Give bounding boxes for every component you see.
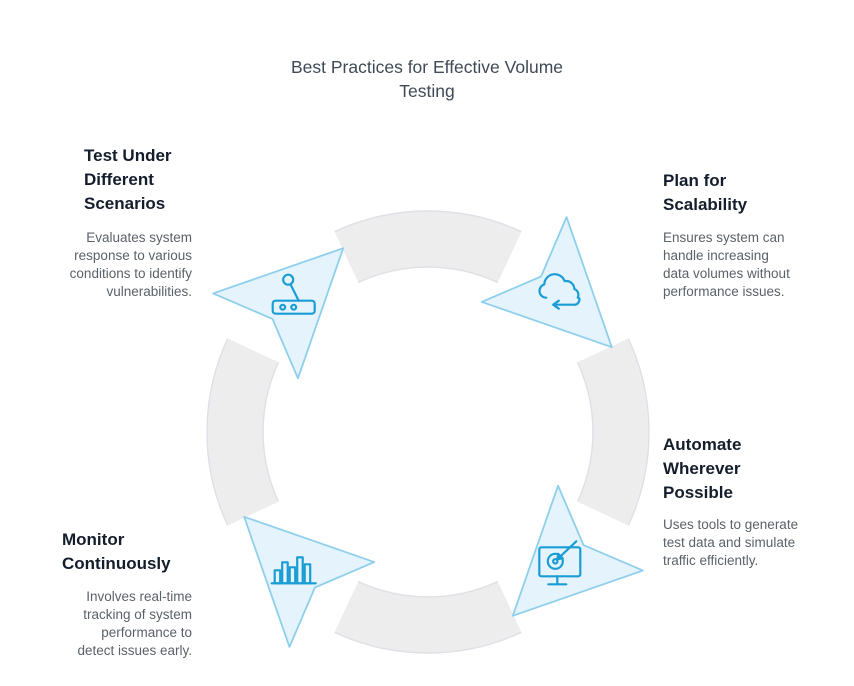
node-top-right [480,216,613,349]
cycle-ring [206,210,650,654]
description-plan-for-scalability: Ensures system can handle increasing dat… [663,230,790,299]
arrow-node-shape [511,484,644,617]
cloud-sync-icon [538,273,581,310]
node-top-left [212,247,345,380]
bar-chart-icon [270,556,317,585]
node-bottom-right [511,484,644,617]
heading-plan-for-scalability: Plan for Scalability [663,171,748,214]
heading-monitor-continuously: Monitor Continuously [62,530,171,573]
description-test-under-different-scenarios: Evaluates system response to various con… [69,230,192,299]
screen-target-icon [538,540,582,586]
page-title: Best Practices for Effective Volume Test… [290,57,564,102]
heading-automate-wherever-possible: Automate Wherever Possible [663,435,742,502]
heading-test-under-different-scenarios: Test Under Different Scenarios [84,146,172,213]
arrow-node-shape [480,216,613,349]
node-bottom-left [243,515,376,648]
description-monitor-continuously: Involves real-time tracking of system pe… [77,589,192,658]
control-lever-icon [271,273,316,315]
description-automate-wherever-possible: Uses tools to generate test data and sim… [663,517,799,568]
